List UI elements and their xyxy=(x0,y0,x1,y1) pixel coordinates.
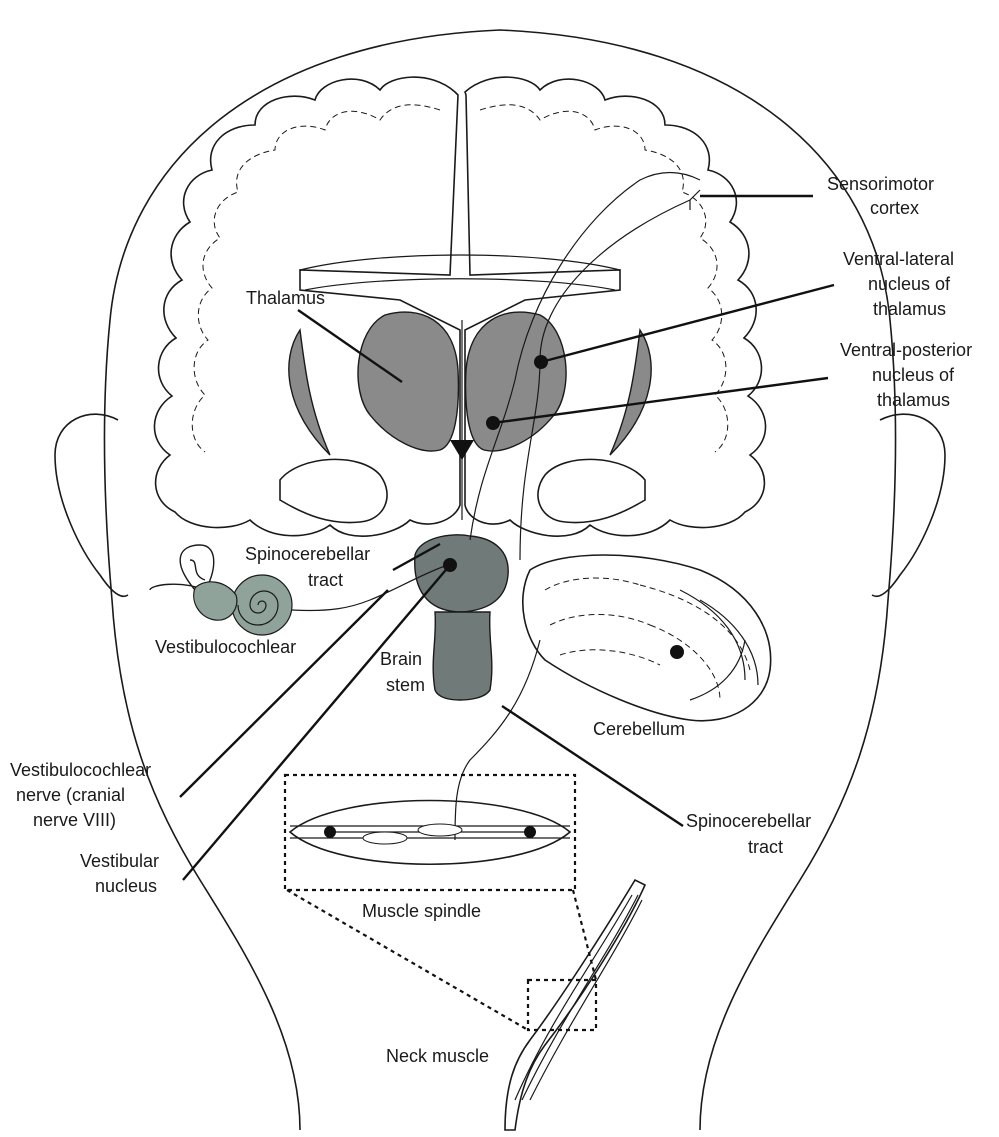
cerebellum-lines xyxy=(680,590,758,700)
right-thalamus xyxy=(466,312,566,451)
label-vl-2: nucleus of xyxy=(868,274,951,294)
left-ventricle xyxy=(289,330,330,455)
zoom-line-right xyxy=(573,890,596,980)
cerebellum-outline xyxy=(523,555,771,721)
spindle-end-left xyxy=(324,826,336,838)
label-spinocerebellar-bot-1: Spinocerebellar xyxy=(686,811,811,831)
label-brain-stem-1: Brain xyxy=(380,649,422,669)
label-sensorimotor-2: cortex xyxy=(870,198,919,218)
label-muscle-spindle: Muscle spindle xyxy=(362,901,481,921)
leader-vl xyxy=(541,285,834,362)
label-spinocerebellar-top-1: Spinocerebellar xyxy=(245,544,370,564)
label-vestibulocochlear: Vestibulocochlear xyxy=(155,637,296,657)
neck-muscle-fibers xyxy=(515,895,642,1100)
spindle-end-right xyxy=(524,826,536,838)
third-ventricle xyxy=(450,440,474,460)
vestibule xyxy=(194,582,237,620)
label-vc-nerve-3: nerve VIII) xyxy=(33,810,116,830)
label-vest-nucleus-2: nucleus xyxy=(95,876,157,896)
label-vl-1: Ventral-lateral xyxy=(843,249,954,269)
left-thalamus xyxy=(358,312,458,451)
label-sensorimotor-1: Sensorimotor xyxy=(827,174,934,194)
label-neck-muscle: Neck muscle xyxy=(386,1046,489,1066)
corpus-callosum xyxy=(300,255,620,290)
label-vl-3: thalamus xyxy=(873,299,946,319)
right-ventricle xyxy=(610,330,651,455)
label-vp-2: nucleus of xyxy=(872,365,955,385)
label-vp-1: Ventral-posterior xyxy=(840,340,972,360)
label-spinocerebellar-top-2: tract xyxy=(308,570,343,590)
label-brain-stem-2: stem xyxy=(386,675,425,695)
spindle-bulge-right xyxy=(418,824,462,836)
pons xyxy=(415,535,508,612)
left-ear xyxy=(55,414,128,596)
right-hemisphere xyxy=(465,77,766,536)
label-cerebellum: Cerebellum xyxy=(593,719,685,739)
cerebellum-folia xyxy=(545,578,750,700)
label-vc-nerve-1: Vestibulocochlear xyxy=(10,760,151,780)
label-thalamus: Thalamus xyxy=(246,288,325,308)
medulla xyxy=(433,612,492,700)
label-vc-nerve-2: nerve (cranial xyxy=(16,785,125,805)
right-ear xyxy=(872,414,945,596)
label-spinocerebellar-bot-2: tract xyxy=(748,837,783,857)
label-vp-3: thalamus xyxy=(877,390,950,410)
cochlea xyxy=(232,575,292,635)
left-temporal-lobe xyxy=(280,459,387,522)
spindle-bulge-left xyxy=(363,832,407,844)
right-temporal-lobe xyxy=(538,459,645,522)
cerebellum-dot xyxy=(670,645,684,659)
label-vest-nucleus-1: Vestibular xyxy=(80,851,159,871)
